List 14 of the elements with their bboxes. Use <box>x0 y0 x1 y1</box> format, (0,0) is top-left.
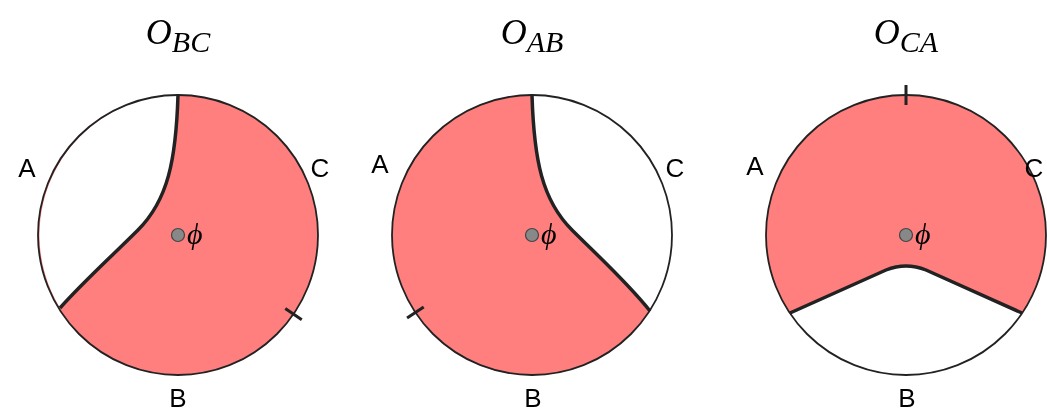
axis-letter: B <box>169 384 187 412</box>
phi-symbol: ϕ <box>915 219 931 249</box>
phi-symbol: ϕ <box>541 219 557 249</box>
axis-letter: A <box>371 150 389 178</box>
panel-title: O$_{CA}$ <box>873 11 939 61</box>
axis-letter: A <box>18 154 36 182</box>
axis-letter: C <box>310 154 330 182</box>
axis-letter: A <box>746 152 764 180</box>
panel-title: O$_{AB}$ <box>500 11 564 61</box>
axis-letter: C <box>665 154 685 182</box>
axis-letter: B <box>524 384 542 412</box>
panel-title: O$_{BC}$ <box>145 11 211 61</box>
phi-symbol: ϕ <box>187 219 203 249</box>
axis-letter: B <box>898 384 916 412</box>
